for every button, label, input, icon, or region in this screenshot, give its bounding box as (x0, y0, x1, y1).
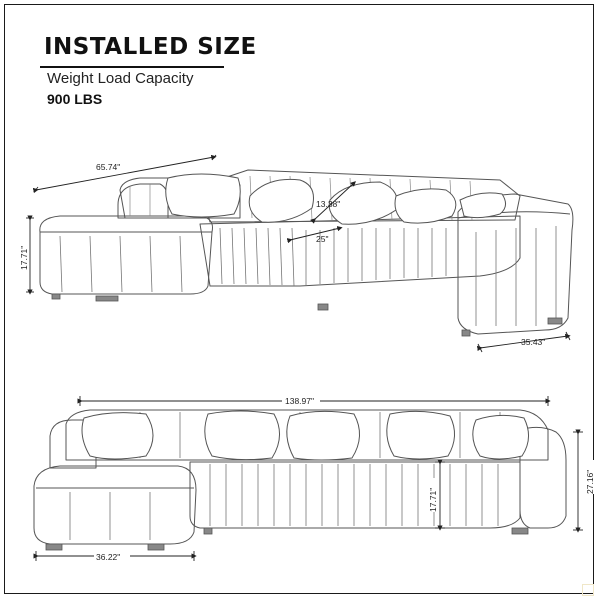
label-seat-height-top: 17.71" (19, 246, 29, 270)
ottoman (33, 465, 197, 545)
front-sofa-seat (189, 461, 521, 529)
sofa-left-arm (117, 183, 169, 219)
sofa-legs-front (45, 527, 529, 551)
page-title: INSTALLED SIZE (44, 34, 257, 60)
image-frame (4, 4, 594, 594)
throw-pillows-front (81, 410, 529, 461)
dimension-labels-front: 138.97" 27.16" 17.71" 36.22" (94, 394, 596, 562)
weight-capacity-label: Weight Load Capacity (47, 70, 194, 87)
label-back-cushion-height: 13.38" (316, 199, 340, 209)
seat-channel-tufting (59, 226, 557, 326)
weight-capacity-value: 900 LBS (47, 91, 103, 107)
front-right-arm (519, 426, 567, 529)
dim-line-seat-depth (286, 226, 343, 244)
chaise-seat (39, 215, 213, 295)
label-seat-depth: 25" (316, 234, 328, 244)
label-seat-height-front: 17.71" (428, 488, 438, 512)
label-total-height: 27.16" (585, 470, 595, 494)
dim-line-back-height (310, 181, 356, 224)
sofa-main-seat (199, 215, 521, 287)
title-underline (40, 66, 224, 68)
sofa-main-back (199, 169, 521, 223)
label-total-width: 138.97" (285, 396, 314, 406)
dimension-labels-top: 65.74" 13.38" 25" 17.71" 35.43" (19, 162, 545, 347)
front-sofa-back (65, 409, 549, 461)
dim-line-chaise-length (32, 154, 217, 194)
watermark-icon (582, 584, 594, 596)
sofa-legs-top (51, 293, 563, 337)
dimensions-top (26, 154, 571, 353)
label-arm-depth: 35.43" (521, 337, 545, 347)
dim-line-arm-depth (476, 333, 571, 352)
label-chaise-length: 65.74" (96, 162, 120, 172)
label-ottoman-width: 36.22" (96, 552, 120, 562)
